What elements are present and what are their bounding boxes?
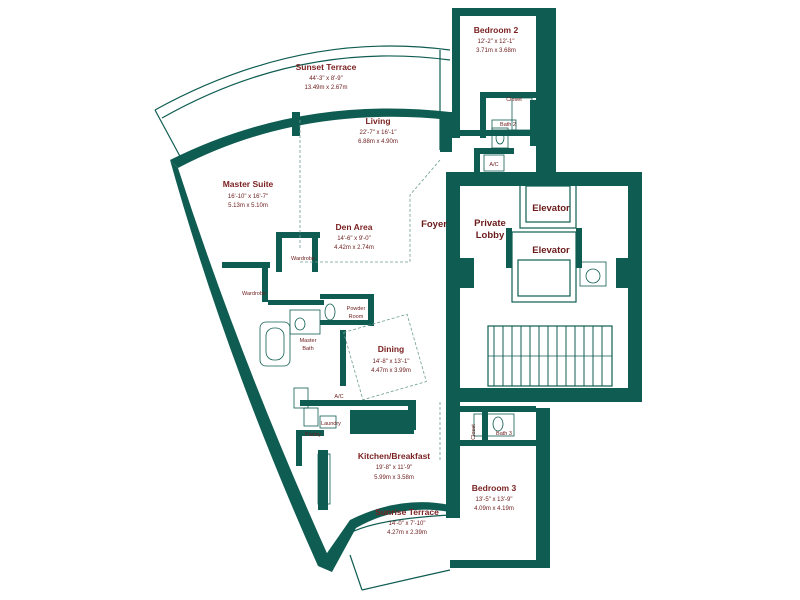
bedroom2-name: Bedroom 2 — [474, 25, 519, 35]
dashed-guides — [299, 120, 441, 460]
kitchen-name: Kitchen/Breakfast — [358, 451, 430, 461]
sunset-terrace-label: Sunset Terrace 44'-3" x 8'-9" 13.49m x 2… — [296, 62, 357, 91]
bedroom2-label: Bedroom 2 12'-2" x 12'-1" 3.71m x 3.68m — [474, 25, 519, 54]
dining-dim-metric: 4.47m x 3.99m — [371, 368, 411, 374]
wardrobe1-label: Wardrobe — [291, 256, 315, 262]
fixtures — [259, 97, 607, 505]
elevator1-label: Elevator — [532, 203, 570, 214]
laundry-label: Laundry — [321, 421, 341, 427]
sunset-terrace-name: Sunset Terrace — [296, 62, 357, 72]
dining-dim-imperial: 14'-8" x 13'-1" — [373, 359, 410, 365]
bedroom2-dim-imperial: 12'-2" x 12'-1" — [478, 39, 515, 45]
elevator2-label: Elevator — [532, 245, 570, 256]
private-lobby-line2: Lobby — [476, 230, 505, 241]
closet-top-label: Closet — [506, 97, 522, 103]
den-area-name: Den Area — [335, 222, 372, 232]
core-walls — [446, 172, 642, 402]
bedroom3-dim-metric: 4.09m x 4.19m — [474, 506, 514, 512]
powder-room-line1: Powder — [347, 306, 366, 312]
sunrise-terrace-dim-metric: 4.27m x 2.39m — [387, 530, 427, 536]
living-dim-imperial: 22'-7" x 16'-1" — [360, 130, 397, 136]
master-suite-label: Master Suite 16'-10" x 16'-7" 5.13m x 5.… — [223, 179, 274, 209]
bedroom3-name: Bedroom 3 — [472, 483, 517, 493]
ac-mid-label: A/C — [334, 394, 343, 400]
interior-walls — [222, 92, 542, 518]
private-lobby-line1: Private — [474, 218, 506, 229]
foyer-label: Foyer — [421, 219, 447, 230]
master-bath-line2: Bath — [302, 346, 313, 352]
private-lobby-label: Private Lobby — [474, 218, 506, 241]
wardrobe2-label: Wardrobe — [242, 291, 266, 297]
kitchen-dim-metric: 5.99m x 3.58m — [374, 475, 414, 481]
kitchen-label: Kitchen/Breakfast 19'-8" x 11'-9" 5.99m … — [358, 451, 430, 481]
powder-room-label: Powder Room — [347, 306, 366, 320]
sunset-terrace-dim-metric: 13.49m x 2.67m — [304, 85, 347, 91]
master-suite-dim-metric: 5.13m x 5.10m — [228, 203, 268, 209]
master-suite-dim-imperial: 16'-10" x 16'-7" — [228, 194, 268, 200]
master-bath-label: Master Bath — [300, 338, 317, 352]
stair-treads — [493, 326, 603, 386]
living-name: Living — [365, 116, 390, 126]
master-bath-line1: Master — [300, 338, 317, 344]
bedroom2-dim-metric: 3.71m x 3.68m — [476, 48, 516, 54]
master-suite-name: Master Suite — [223, 179, 274, 189]
sunrise-terrace-dim-imperial: 14'-0" x 7'-10" — [389, 521, 426, 527]
sunset-terrace-outline — [154, 45, 451, 161]
bath3-label: Bath 3 — [496, 431, 512, 437]
den-area-label: Den Area 14'-6" x 9'-0" 4.42m x 2.74m — [334, 222, 374, 251]
sunset-terrace-dim-imperial: 44'-3" x 8'-9" — [309, 76, 343, 82]
kitchen-dim-imperial: 19'-8" x 11'-9" — [376, 465, 412, 471]
den-area-dim-metric: 4.42m x 2.74m — [334, 245, 374, 251]
ac-top-label: A/C — [489, 162, 498, 168]
living-label: Living 22'-7" x 16'-1" 6.88m x 4.90m — [358, 116, 398, 145]
sunrise-terrace-label: Sunrise Terrace 14'-0" x 7'-10" 4.27m x … — [375, 507, 439, 536]
stairs — [487, 325, 613, 387]
pantry-label: Pantry — [305, 432, 321, 438]
closet-bottom-label: Closet — [471, 424, 477, 440]
den-area-dim-imperial: 14'-6" x 9'-0" — [337, 236, 371, 242]
dining-label: Dining 14'-8" x 13'-1" 4.47m x 3.99m — [371, 344, 411, 374]
living-dim-metric: 6.88m x 4.90m — [358, 139, 398, 145]
sunrise-terrace-name: Sunrise Terrace — [375, 507, 439, 517]
outer-walls — [170, 8, 556, 591]
bath2-label: Bath 2 — [500, 122, 516, 128]
powder-room-line2: Room — [349, 314, 364, 320]
dining-name: Dining — [378, 344, 404, 354]
bedroom3-dim-imperial: 13'-5" x 13'-9" — [476, 497, 513, 503]
bedroom3-label: Bedroom 3 13'-5" x 13'-9" 4.09m x 4.19m — [472, 483, 517, 512]
